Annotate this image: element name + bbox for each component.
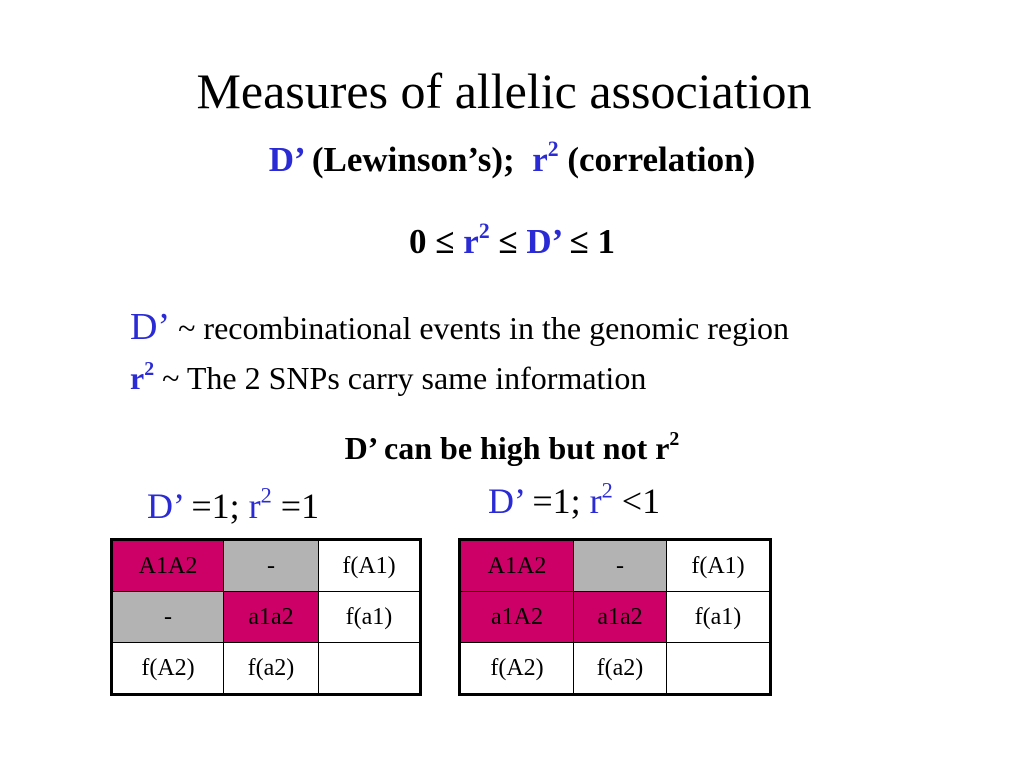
table-cell: f(A1)	[666, 539, 771, 592]
table-cell: f(A1)	[318, 539, 421, 592]
inequality-r-squared: r2	[463, 218, 490, 261]
inequality-d-prime: D’	[526, 222, 561, 261]
table-cell: f(A2)	[111, 642, 224, 695]
table-row: A1A2-f(A1)	[459, 539, 771, 592]
d-prime-description: D’ ~ recombinational events in the genom…	[130, 306, 790, 348]
table-cell: f(a1)	[666, 591, 771, 643]
inequality-line: 0 ≤ r2 ≤ D’ ≤ 1	[409, 218, 615, 261]
table-cell: f(A2)	[459, 642, 574, 695]
d-prime-symbol: D’	[130, 306, 171, 348]
table-cell: A1A2	[111, 539, 224, 592]
key-note: D’ can be high but not r2	[344, 428, 680, 466]
table-row: f(A2)f(a2)	[459, 642, 771, 695]
table-cell: A1A2	[459, 539, 574, 592]
measures-subtitle: D’ (Lewinson’s); r2 (correlation)	[0, 136, 1024, 180]
d-prime-name: (Lewinson’s);	[311, 140, 515, 179]
table-cell: f(a1)	[318, 591, 421, 643]
r-squared-name: (correlation)	[567, 140, 756, 179]
table-cell: a1a2	[573, 591, 667, 643]
table-row: A1A2-f(A1)	[111, 539, 421, 592]
table-cell	[318, 642, 421, 695]
r-squared-symbol: r2	[532, 136, 559, 179]
table-cell: -	[111, 591, 224, 643]
table-cell: a1a2	[223, 591, 319, 643]
right-table-caption: D’ =1; r2 <1	[488, 477, 661, 521]
table-cell: -	[223, 539, 319, 592]
d-prime-symbol: D’	[268, 140, 304, 179]
slide-title: Measures of allelic association	[196, 63, 812, 119]
left-table-caption: D’ =1; r2 =1	[147, 482, 320, 526]
r-squared-description: r2 ~ The 2 SNPs carry same information	[130, 358, 647, 396]
table-cell: -	[573, 539, 667, 592]
table-cell: a1A2	[459, 591, 574, 643]
table-cell	[666, 642, 771, 695]
table-row: f(A2)f(a2)	[111, 642, 421, 695]
table-cell: f(a2)	[573, 642, 667, 695]
table-cell: f(a2)	[223, 642, 319, 695]
r-squared-symbol: r2	[130, 358, 155, 396]
